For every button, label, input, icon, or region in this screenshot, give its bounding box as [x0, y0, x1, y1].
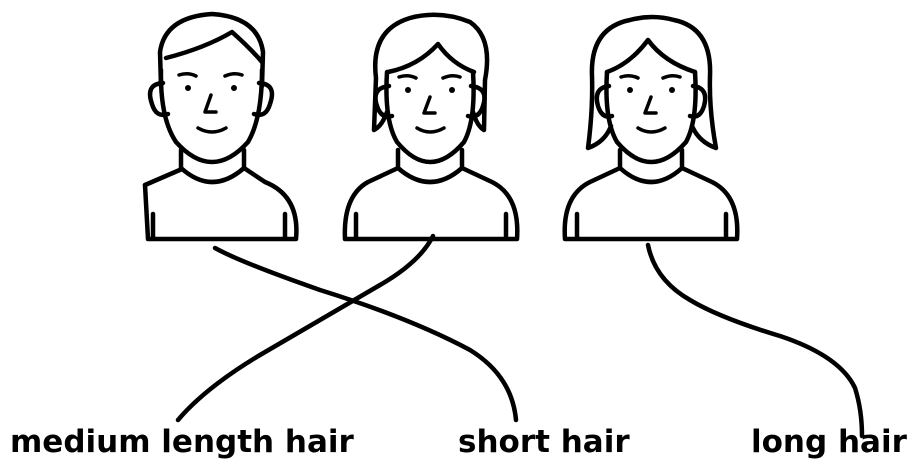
label-short-hair: short hair — [458, 422, 630, 462]
hair-short — [160, 14, 263, 86]
shirt-left-shoulder — [145, 169, 182, 185]
nose — [645, 97, 656, 113]
label-long-hair: long hair — [751, 422, 907, 462]
eyebrow-left — [621, 76, 638, 78]
shirt-outline — [565, 168, 738, 239]
nose — [205, 95, 216, 112]
face — [161, 70, 262, 162]
eye-left — [405, 87, 411, 93]
eyebrow-left — [179, 74, 196, 76]
eyebrow-right — [225, 74, 242, 76]
eyebrow-left — [399, 76, 416, 78]
eyebrow-right — [663, 76, 680, 78]
connector-long-hair — [648, 245, 862, 436]
mouth — [638, 128, 665, 132]
hair-part — [166, 32, 262, 62]
eye-left — [185, 85, 191, 91]
connector-medium-hair — [178, 236, 433, 420]
label-medium-length-hair: medium length hair — [10, 422, 354, 462]
connector-short-hair — [215, 248, 516, 420]
shirt-outline — [345, 168, 517, 239]
medium-hair-person — [345, 15, 517, 239]
eye-right — [669, 87, 675, 93]
mouth — [417, 128, 444, 132]
eye-left — [627, 87, 633, 93]
eye-right — [231, 85, 237, 91]
hair-fringe — [388, 44, 474, 72]
long-hair-person — [565, 17, 738, 239]
short-hair-person — [145, 14, 296, 239]
hair-fringe — [607, 40, 695, 72]
eye-right — [449, 87, 455, 93]
nose — [424, 97, 435, 113]
mouth — [198, 128, 226, 132]
eyebrow-right — [443, 76, 460, 78]
